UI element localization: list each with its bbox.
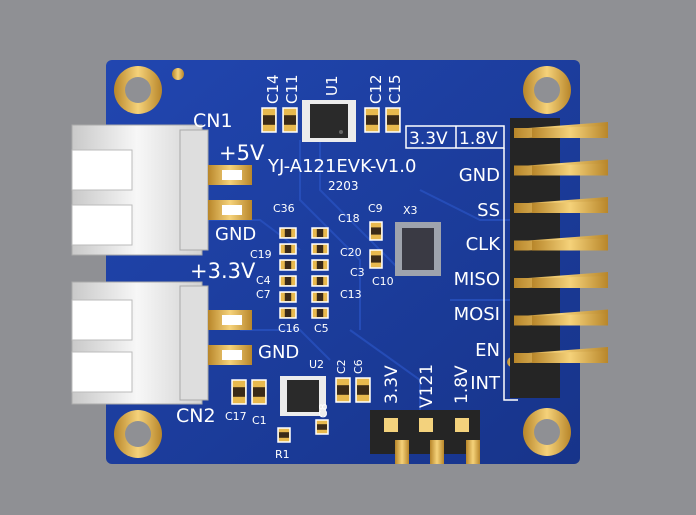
c12-label: C12 — [367, 74, 385, 104]
board-name: YJ-A121EVK-V1.0 — [267, 156, 416, 177]
header-pin — [532, 201, 608, 213]
capacitor-body — [284, 309, 292, 317]
voltage-box-1v8: 1.8V — [459, 129, 498, 149]
voltage-box-frame — [405, 125, 505, 149]
capacitor-body — [357, 385, 369, 395]
c15-label: C15 — [386, 74, 404, 104]
c18-label: C18 — [338, 212, 360, 225]
board-date: 2203 — [328, 179, 359, 193]
c14-label: C14 — [264, 74, 282, 104]
c10-label: C10 — [372, 275, 394, 288]
mounting-hole-bottom-right — [523, 408, 571, 456]
bottom-label-1v8: 1.8V — [452, 365, 472, 404]
c8-label: C8 — [317, 403, 330, 418]
mounting-hole-top-right — [523, 66, 571, 114]
c4-label: C4 — [256, 274, 271, 287]
capacitor-body — [317, 424, 327, 430]
capacitor-body — [284, 245, 292, 253]
passive-components — [231, 107, 401, 443]
pin-label-gnd: GND — [459, 165, 500, 186]
mounting-hole-bottom-left — [114, 410, 162, 458]
bottom-label-3v3: 3.3V — [382, 365, 402, 404]
capacitor-body — [316, 293, 324, 301]
u1-chip — [302, 100, 356, 142]
pin-label-en: EN — [475, 340, 500, 361]
cn1-pin1-label: +5V — [219, 141, 265, 165]
header-pin — [532, 351, 608, 363]
header-pin — [532, 163, 608, 176]
traces — [200, 140, 510, 420]
u2-chip — [280, 376, 326, 416]
pin-label-clk: CLK — [466, 234, 502, 255]
capacitor-body — [284, 261, 292, 269]
capacitor-body — [263, 115, 275, 125]
r1-label: R1 — [275, 448, 290, 461]
capacitor-body — [366, 115, 378, 125]
capacitor-body — [316, 261, 324, 269]
u2-label: U2 — [309, 358, 324, 371]
cn1-label: CN1 — [193, 110, 233, 132]
c36-label: C36 — [273, 202, 295, 215]
capacitor-body — [279, 432, 289, 438]
pin-label-mosi: MOSI — [454, 304, 500, 325]
cn1-connector — [71, 124, 252, 256]
x3-label: X3 — [403, 204, 418, 217]
capacitor-body — [371, 227, 381, 235]
c11-label: C11 — [283, 74, 301, 104]
capacitor-body — [316, 277, 324, 285]
cn2-label: CN2 — [176, 405, 216, 427]
fiducial — [172, 68, 184, 80]
capacitor-body — [284, 229, 292, 237]
capacitor-body — [284, 277, 292, 285]
pin-label-miso: MISO — [454, 269, 500, 290]
header-pin — [532, 276, 608, 288]
c3-label: C3 — [350, 266, 365, 279]
u1-label: U1 — [323, 75, 341, 96]
cn2-pin2-label: GND — [258, 342, 299, 363]
c17-label: C17 — [225, 410, 247, 423]
right-pin-labels: GND SS CLK MISO MOSI EN INT — [454, 165, 502, 394]
capacitor-body — [316, 309, 324, 317]
right-pin-header — [510, 118, 608, 398]
c6-label: C6 — [352, 359, 365, 374]
header-pin — [532, 126, 608, 138]
bottom-label-v121: V121 — [417, 364, 437, 408]
c16-label: C16 — [278, 322, 300, 335]
x3-crystal — [395, 222, 441, 276]
capacitor-body — [233, 387, 245, 397]
capacitor-body — [316, 245, 324, 253]
capacitor-body — [316, 229, 324, 237]
cn1-pin2-label: GND — [215, 224, 256, 245]
header-pin — [532, 313, 608, 326]
capacitor-body — [284, 115, 296, 125]
capacitor-body — [337, 385, 349, 395]
bottom-pin-header — [370, 410, 480, 464]
header-outline — [503, 148, 518, 401]
c20-label: C20 — [340, 246, 362, 259]
c2-label: C2 — [335, 359, 348, 374]
header-pin — [532, 238, 608, 251]
c7-label: C7 — [256, 288, 271, 301]
cn2-connector — [71, 281, 252, 405]
capacitor-body — [387, 115, 399, 125]
c13-label: C13 — [340, 288, 362, 301]
c5-label: C5 — [314, 322, 329, 335]
pin-label-int: INT — [470, 373, 501, 394]
capacitor-body — [253, 387, 265, 397]
capacitor-body — [284, 293, 292, 301]
cn2-pin1-label: +3.3V — [190, 259, 256, 283]
voltage-box-3v3: 3.3V — [409, 129, 448, 149]
mounting-hole-top-left — [114, 66, 162, 114]
c19-label: C19 — [250, 248, 272, 261]
c9-label: C9 — [368, 202, 383, 215]
capacitor-body — [371, 255, 381, 263]
pin-label-ss: SS — [477, 200, 500, 221]
c1-label: C1 — [252, 414, 267, 427]
